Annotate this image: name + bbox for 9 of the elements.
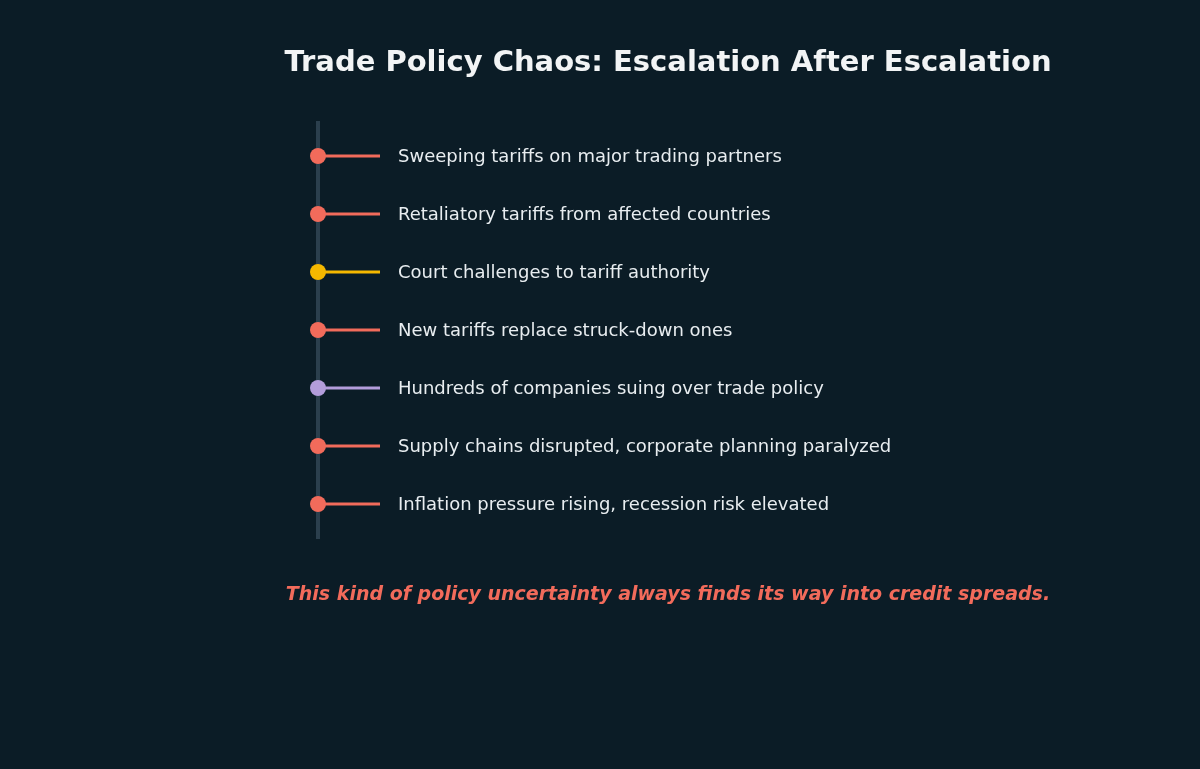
event-text: Court challenges to tariff authority	[398, 260, 711, 284]
event-text: Inflation pressure rising, recession risk elevated	[398, 492, 830, 516]
event-text: Sweeping tariffs on major trading partners	[398, 144, 782, 168]
event-text: Hundreds of companies suing over trade policy	[398, 376, 824, 400]
event-text: Retaliatory tariffs from affected countries	[398, 202, 771, 226]
caption: This kind of policy uncertainty always finds its way into credit spreads.	[285, 582, 1051, 604]
event-text: Supply chains disrupted, corporate planning paralyzed	[398, 434, 892, 458]
title: Trade Policy Chaos: Escalation After Escalation	[284, 44, 1052, 78]
event-text: New tariffs replace struck-down ones	[398, 318, 733, 342]
